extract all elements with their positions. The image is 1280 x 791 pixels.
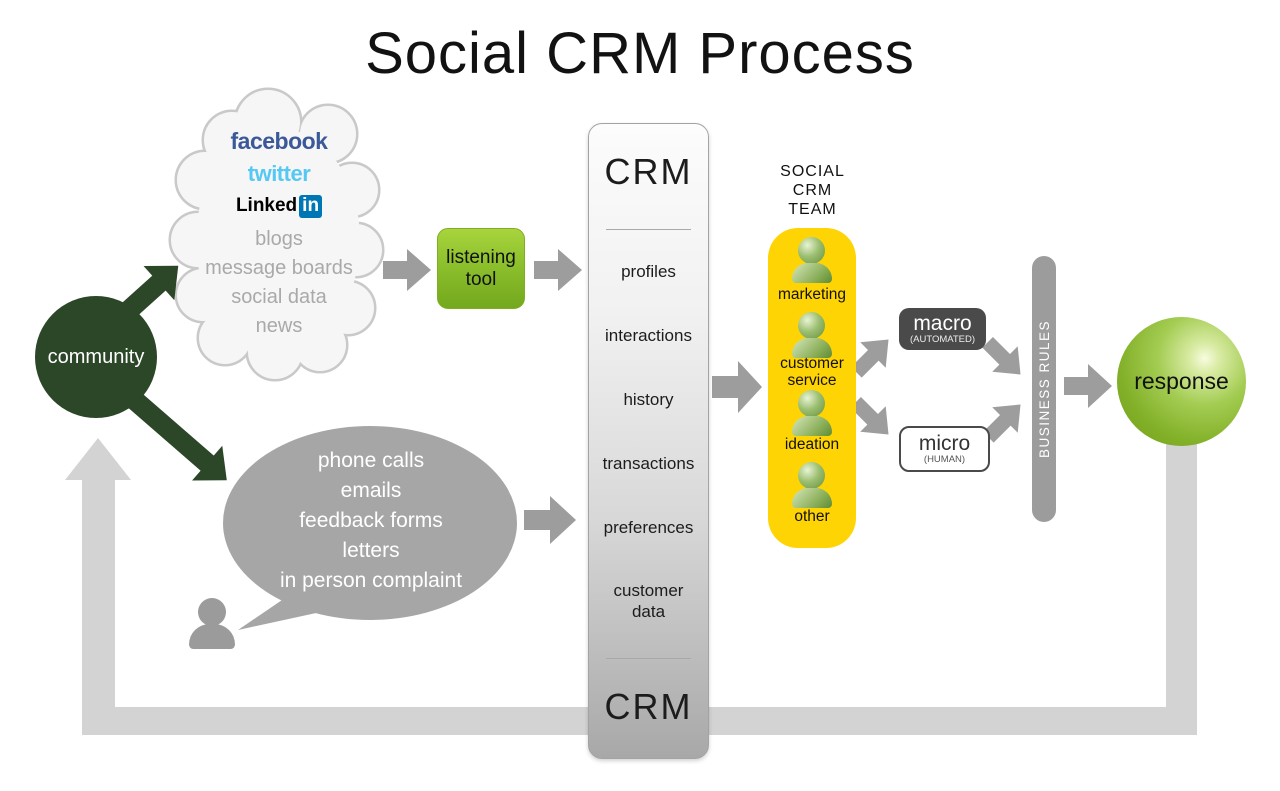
person-icon: [789, 237, 835, 283]
cloud-item: blogs: [255, 228, 303, 250]
micro-label: micro: [918, 432, 971, 455]
customer-person-icon: [189, 624, 235, 649]
crm-item: profiles: [621, 262, 676, 281]
micro-sublabel: (HUMAN): [923, 454, 966, 465]
team-role: marketing: [777, 286, 847, 303]
business-rules-to-response-arrow-icon: [1064, 364, 1112, 408]
social-crm-team-box: marketing customer service ideation othe…: [768, 228, 856, 548]
business-rules-label: BUSINESS RULES: [1036, 319, 1052, 459]
crm-item: customer data: [613, 581, 684, 621]
crm-item: history: [623, 390, 674, 409]
cloud-item: social data: [231, 286, 327, 308]
cloud-to-listening-arrow-icon: [383, 249, 431, 291]
person-icon: [789, 390, 835, 436]
business-rules-bar: BUSINESS RULES: [1032, 256, 1056, 522]
channel-item: emails: [340, 479, 402, 502]
divider: [605, 658, 692, 659]
micro-human-node: micro (HUMAN): [899, 426, 990, 472]
channel-item: letters: [342, 539, 400, 562]
bubble-to-crm-arrow-icon: [524, 496, 576, 544]
listening-tool-node: listening tool: [437, 228, 525, 309]
channel-item: in person complaint: [279, 569, 463, 592]
crm-database-column: CRM profiles interactions history transa…: [588, 123, 709, 759]
person-icon: [789, 462, 835, 508]
twitter-logo: twitter: [247, 161, 311, 186]
crm-top-label: CRM: [604, 151, 693, 192]
customer-channels-list: phone calls emails feedback forms letter…: [240, 446, 502, 596]
feedback-loop-right-segment: [1166, 440, 1197, 730]
community-node: community: [35, 296, 157, 418]
crm-item: transactions: [602, 454, 695, 473]
macro-sublabel: (AUTOMATED): [909, 334, 976, 345]
team-role: other: [794, 508, 830, 525]
channel-item: phone calls: [317, 449, 425, 472]
listening-to-crm-arrow-icon: [534, 249, 582, 291]
linkedin-badge-icon: in: [299, 195, 323, 218]
customer-person-icon: [198, 598, 226, 626]
cloud-item: news: [255, 315, 303, 337]
team-role: ideation: [784, 436, 840, 453]
team-role: customer service: [780, 355, 844, 389]
facebook-logo: facebook: [230, 128, 328, 154]
macro-automated-node: macro (AUTOMATED): [899, 308, 986, 350]
feedback-loop-left-segment: [82, 474, 115, 724]
feedback-loop-up-arrow-icon: [65, 438, 131, 480]
person-icon: [789, 312, 835, 358]
crm-item: preferences: [603, 518, 694, 537]
response-node: response: [1117, 317, 1246, 446]
social-cloud-shape: [168, 87, 385, 382]
community-label: community: [47, 345, 145, 368]
speech-bubble-shape: [223, 426, 517, 630]
crm-item: interactions: [605, 326, 692, 345]
crm-to-team-arrow-icon: [712, 361, 762, 413]
listening-tool-label: listening tool: [446, 246, 516, 290]
cloud-item: message boards: [205, 257, 353, 279]
channel-item: feedback forms: [299, 509, 443, 532]
response-label: response: [1134, 368, 1229, 394]
page-title: Social CRM Process: [365, 21, 915, 86]
crm-bottom-label: CRM: [604, 686, 693, 727]
macro-label: macro: [913, 312, 972, 335]
team-header: SOCIAL CRM TEAM: [780, 163, 845, 218]
divider: [605, 229, 692, 230]
